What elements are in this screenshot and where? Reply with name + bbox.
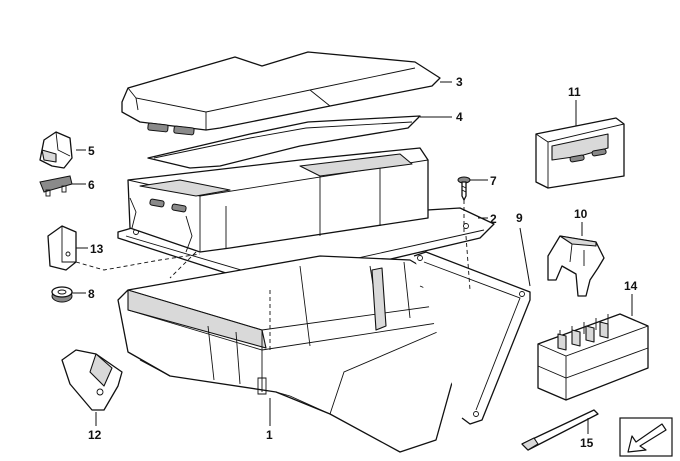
callout-2: 2 [490,212,497,226]
callout-12: 12 [88,428,102,442]
callout-13: 13 [90,242,104,256]
part-14-fuse-block [537,313,649,401]
callout-11: 11 [568,85,581,99]
part-1-main-housing [117,255,479,453]
callout-14: 14 [624,279,638,293]
callout-7: 7 [490,174,497,188]
part-5-relay-clip [39,131,73,169]
callout-3: 3 [456,75,463,89]
part-4-gasket-sheet [147,115,421,169]
part-12-wedge-holder [61,349,123,411]
part-3-cover-lid [121,51,441,136]
callout-9: 9 [516,211,523,225]
leader-lines [72,81,633,434]
arrow-down-left-icon[interactable] [619,417,673,457]
part-15-fuse-puller [521,409,599,451]
part-10-connector-clip [547,235,605,297]
part-8-grommet [51,286,73,303]
callout-15: 15 [580,436,594,450]
part-2-upper-tray [117,147,495,287]
callout-5: 5 [88,144,95,158]
callout-4: 4 [456,110,463,124]
part-11-tray-clip [535,117,625,189]
part-13-bracket [47,225,77,271]
callout-6: 6 [88,178,95,192]
part-7-screw [457,176,471,201]
part-9-frame-gasket [413,251,531,425]
callout-10: 10 [574,207,588,221]
part-6-fuse [39,175,73,197]
callout-8: 8 [88,287,95,301]
callout-1: 1 [266,428,273,442]
